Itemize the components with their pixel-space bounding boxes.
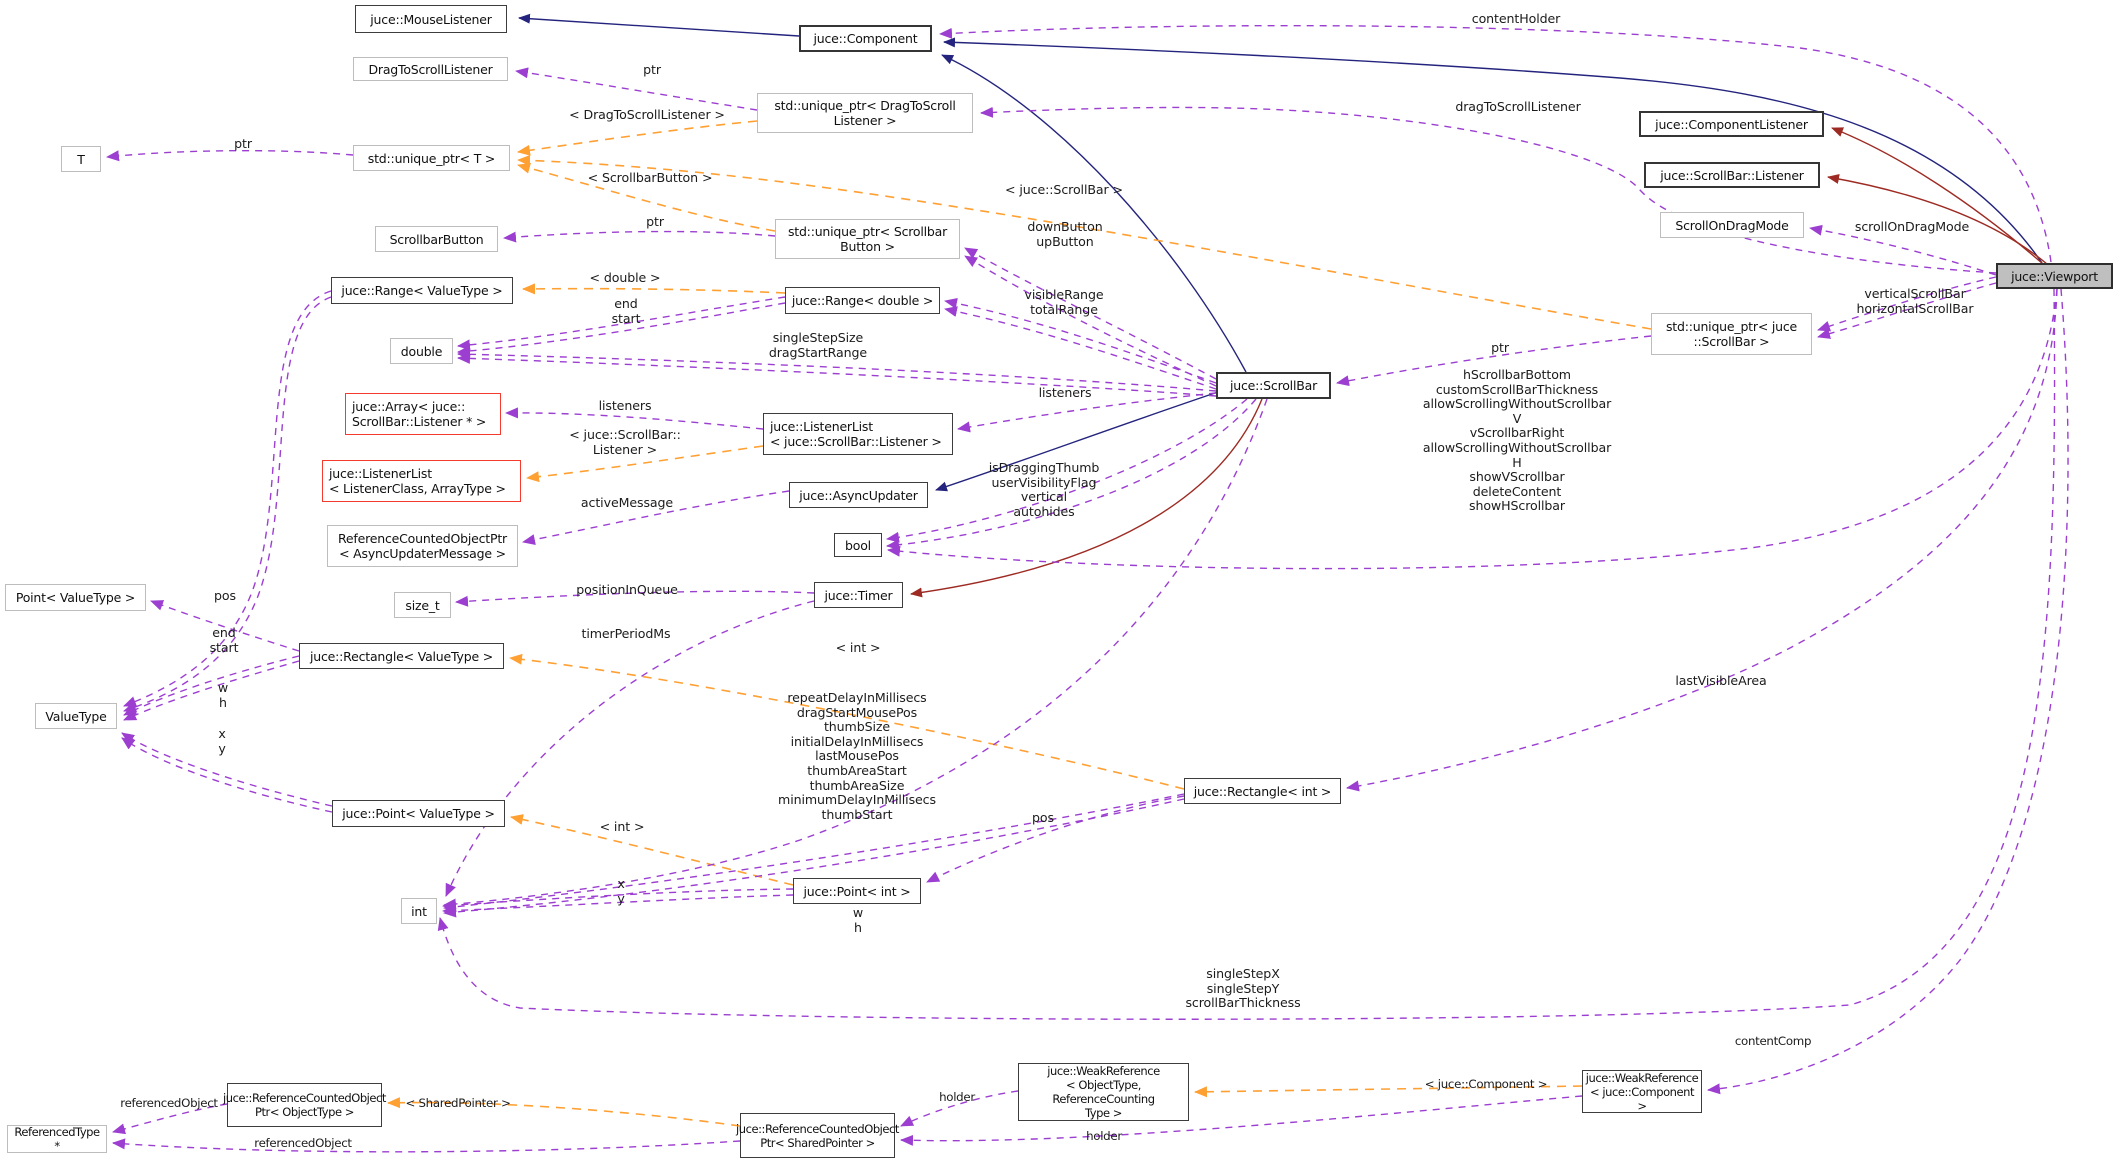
class-node-juce-component[interactable]: juce::Component xyxy=(799,25,932,52)
class-node-dragtoscrolllistener[interactable]: DragToScrollListener xyxy=(353,57,508,81)
edge-label-ptr-scrollbarbutton: ptr xyxy=(646,214,664,229)
class-node-juce-range-valuetype[interactable]: juce::Range< ValueType > xyxy=(331,277,513,304)
edge-label-x-y-valuetype: x y xyxy=(218,726,226,756)
edge-label-lastvisiblearea: lastVisibleArea xyxy=(1675,673,1767,688)
class-node-juce-rectangle-valuetype[interactable]: juce::Rectangle< ValueType > xyxy=(299,643,504,669)
edge-label-scrollbar-bool-members: isDraggingThumb userVisibilityFlag verti… xyxy=(988,460,1100,519)
class-node-unique-ptr-scrollbarbutton[interactable]: std::unique_ptr< Scrollbar Button > xyxy=(775,219,960,259)
edge-label-holder-2: holder xyxy=(1086,1129,1122,1143)
edge-label-ptr-juce-scrollbar: ptr xyxy=(1491,340,1509,355)
edge-label-ptr-t: ptr xyxy=(234,136,252,151)
template-edges xyxy=(387,120,1652,1127)
edge-label-activemessage: activeMessage xyxy=(580,495,674,510)
class-node-juce-viewport[interactable]: juce::Viewport xyxy=(1996,263,2113,289)
edge-label-template-sharedpointer: < SharedPointer > xyxy=(405,1096,511,1110)
class-node-unique-ptr-juce-scrollbar[interactable]: std::unique_ptr< juce ::ScrollBar > xyxy=(1651,313,1812,355)
usage-edges xyxy=(106,24,2069,1153)
class-node-scrollbarbutton[interactable]: ScrollbarButton xyxy=(375,226,498,252)
edge-label-w-h-valuetype: w h xyxy=(217,680,229,710)
edge-label-x-y-int: x y xyxy=(617,876,625,906)
class-node-int[interactable]: int xyxy=(401,898,437,924)
edge-label-referencedobject-1: referencedObject xyxy=(120,1096,218,1110)
edge-label-listeners-listenerlist: listeners xyxy=(598,398,652,413)
class-node-size-t[interactable]: size_t xyxy=(394,592,451,618)
class-node-unique-ptr-t[interactable]: std::unique_ptr< T > xyxy=(353,145,510,171)
class-node-juce-componentlistener[interactable]: juce::ComponentListener xyxy=(1639,111,1824,137)
edge-label-template-int-point: < int > xyxy=(599,819,645,834)
edge-label-end-start-double: end start xyxy=(611,296,641,326)
edge-label-pos-int: pos xyxy=(1032,810,1054,825)
edge-label-listeners-scrollbar: listeners xyxy=(1038,385,1092,400)
class-node-juce-range-double[interactable]: juce::Range< double > xyxy=(785,287,940,314)
class-node-juce-weakreference-template[interactable]: juce::WeakReference < ObjectType, Refere… xyxy=(1018,1063,1189,1121)
edge-label-scrollondragmode: scrollOnDragMode xyxy=(1854,219,1970,234)
class-node-bool[interactable]: bool xyxy=(834,533,882,557)
edge-label-vertical-horizontal-scrollbar: verticalScrollBar horizontalScrollBar xyxy=(1856,286,1974,316)
edge-label-contentcomp: contentComp xyxy=(1734,1034,1812,1048)
edge-label-template-scrollbar-listener: < juce::ScrollBar:: Listener > xyxy=(569,427,681,457)
class-node-juce-rectangle-int[interactable]: juce::Rectangle< int > xyxy=(1184,778,1341,804)
edge-label-scrollbar-int-members: repeatDelayInMillisecs dragStartMousePos… xyxy=(778,690,936,822)
class-node-referencedtype-ptr[interactable]: ReferencedType * xyxy=(7,1125,107,1153)
class-node-double[interactable]: double xyxy=(390,338,453,364)
edge-label-contentholder: contentHolder xyxy=(1471,11,1561,26)
edge-label-singlestepsize-dragstartrange: singleStepSize dragStartRange xyxy=(768,330,868,360)
edge-label-template-int-rectangle: < int > xyxy=(835,640,881,655)
edge-label-pos-valuetype: pos xyxy=(214,588,236,603)
edge-label-template-juce-scrollbar: < juce::ScrollBar > xyxy=(1005,182,1123,197)
class-node-juce-referencecountedobjectptr-sharedpointer[interactable]: juce::ReferenceCountedObject Ptr< Shared… xyxy=(736,1113,899,1158)
edge-label-referencedobject-2: referencedObject xyxy=(254,1136,352,1150)
edge-label-template-juce-component: < juce::Component > xyxy=(1424,1077,1548,1091)
class-node-juce-listenerlist-scrollbar-listener[interactable]: juce::ListenerList < juce::ScrollBar::Li… xyxy=(763,413,953,455)
edge-label-template-dragtoscrolllistener: < DragToScrollListener > xyxy=(569,107,725,122)
class-node-juce-referencecountedobjectptr-objecttype[interactable]: juce::ReferenceCountedObject Ptr< Object… xyxy=(223,1083,386,1127)
class-node-valuetype[interactable]: ValueType xyxy=(35,703,117,729)
class-node-point-valuetype[interactable]: Point< ValueType > xyxy=(5,584,146,611)
inheritance-edges xyxy=(518,13,2048,598)
edge-label-w-h-int: w h xyxy=(852,905,864,935)
class-node-juce-point-int[interactable]: juce::Point< int > xyxy=(793,878,921,904)
edge-label-ptr-dragtoscroll: ptr xyxy=(643,62,661,77)
edge-label-visiblerange-totalrange: visibleRange totalRange xyxy=(1024,287,1104,317)
edge-label-dragtoscrolllistener: dragToScrollListener xyxy=(1455,99,1581,114)
edge-label-downbutton-upbutton: downButton upButton xyxy=(1027,219,1103,249)
class-node-juce-scrollbar-listener[interactable]: juce::ScrollBar::Listener xyxy=(1644,162,1820,188)
class-node-juce-mouselistener[interactable]: juce::MouseListener xyxy=(355,5,507,33)
class-node-scrollondragmode[interactable]: ScrollOnDragMode xyxy=(1660,212,1804,238)
edge-label-timerperiodms: timerPeriodMs xyxy=(581,626,671,641)
edge-label-positioninqueue: positionInQueue xyxy=(576,582,678,597)
class-node-t[interactable]: T xyxy=(61,146,101,172)
edge-label-end-start-valuetype: end start xyxy=(209,625,239,655)
class-node-juce-listenerlist-template[interactable]: juce::ListenerList < ListenerClass, Arra… xyxy=(322,460,521,502)
edge-label-template-scrollbarbutton: < ScrollbarButton > xyxy=(587,170,713,185)
edge-label-viewport-int-members: singleStepX singleStepY scrollBarThickne… xyxy=(1185,966,1301,1011)
edge-label-template-double: < double > xyxy=(589,270,661,285)
edge-label-viewport-bool-members: hScrollbarBottom customScrollBarThicknes… xyxy=(1422,367,1612,514)
class-node-juce-timer[interactable]: juce::Timer xyxy=(814,582,903,608)
class-node-referencecountedobjectptr-asyncupdatermessage[interactable]: ReferenceCountedObjectPtr < AsyncUpdater… xyxy=(327,525,518,567)
class-node-juce-scrollbar[interactable]: juce::ScrollBar xyxy=(1216,372,1331,399)
class-node-unique-ptr-dragtoscrolllistener[interactable]: std::unique_ptr< DragToScroll Listener > xyxy=(757,93,973,133)
class-node-juce-array-scrollbar-listener[interactable]: juce::Array< juce:: ScrollBar::Listener … xyxy=(345,393,501,435)
edge-label-holder-1: holder xyxy=(939,1090,975,1104)
class-node-juce-point-valuetype[interactable]: juce::Point< ValueType > xyxy=(332,800,505,827)
class-node-juce-asyncupdater[interactable]: juce::AsyncUpdater xyxy=(789,482,928,508)
class-node-juce-weakreference-juce-component[interactable]: juce::WeakReference < juce::Component > xyxy=(1582,1070,1702,1113)
